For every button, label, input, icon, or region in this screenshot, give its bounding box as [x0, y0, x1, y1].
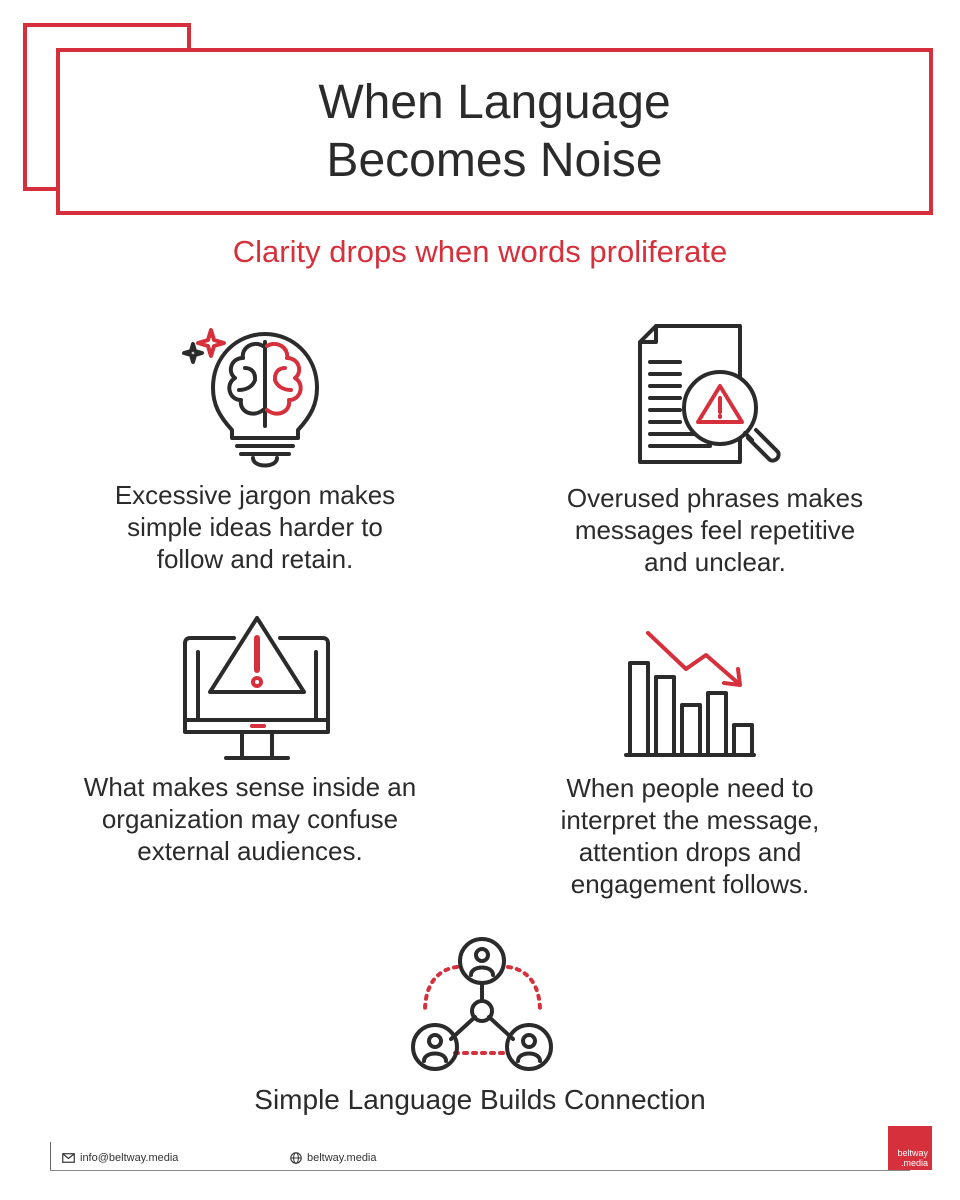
point-4-text: When people need to interpret the messag…: [560, 773, 820, 899]
declining-bar-chart-icon: [620, 625, 760, 765]
footer-email-text: info@beltway.media: [80, 1152, 179, 1164]
brand-line-1: beltway: [897, 1148, 928, 1158]
title-frame: When Language Becomes Noise: [56, 48, 933, 215]
footer-website[interactable]: beltway.media: [290, 1152, 377, 1164]
people-network-icon: [405, 935, 560, 1075]
footer-email[interactable]: info@beltway.media: [62, 1152, 178, 1164]
footer-divider: [50, 1170, 910, 1171]
lightbulb-brain-icon: [175, 310, 335, 475]
page-title: When Language Becomes Noise: [265, 74, 725, 190]
envelope-icon: [62, 1153, 75, 1163]
globe-icon: [290, 1152, 302, 1164]
point-3-text: What makes sense inside an organization …: [83, 772, 417, 866]
monitor-warning-icon: [180, 612, 335, 772]
footer-website-text: beltway.media: [307, 1152, 377, 1164]
document-warning-magnifier-icon: [630, 320, 790, 480]
closing-text: Simple Language Builds Connection: [254, 1084, 706, 1115]
point-2-text: Overused phrases makes messages feel rep…: [566, 483, 864, 577]
brand-logo: beltway .media: [888, 1126, 932, 1170]
title-line-2: Becomes Noise: [326, 133, 663, 187]
title-line-1: When Language: [318, 75, 671, 129]
page-subtitle: Clarity drops when words proliferate: [232, 234, 728, 269]
footer-divider-vertical: [50, 1142, 51, 1170]
brand-line-2: .media: [900, 1158, 928, 1168]
point-1-text: Excessive jargon makes simple ideas hard…: [114, 480, 396, 574]
